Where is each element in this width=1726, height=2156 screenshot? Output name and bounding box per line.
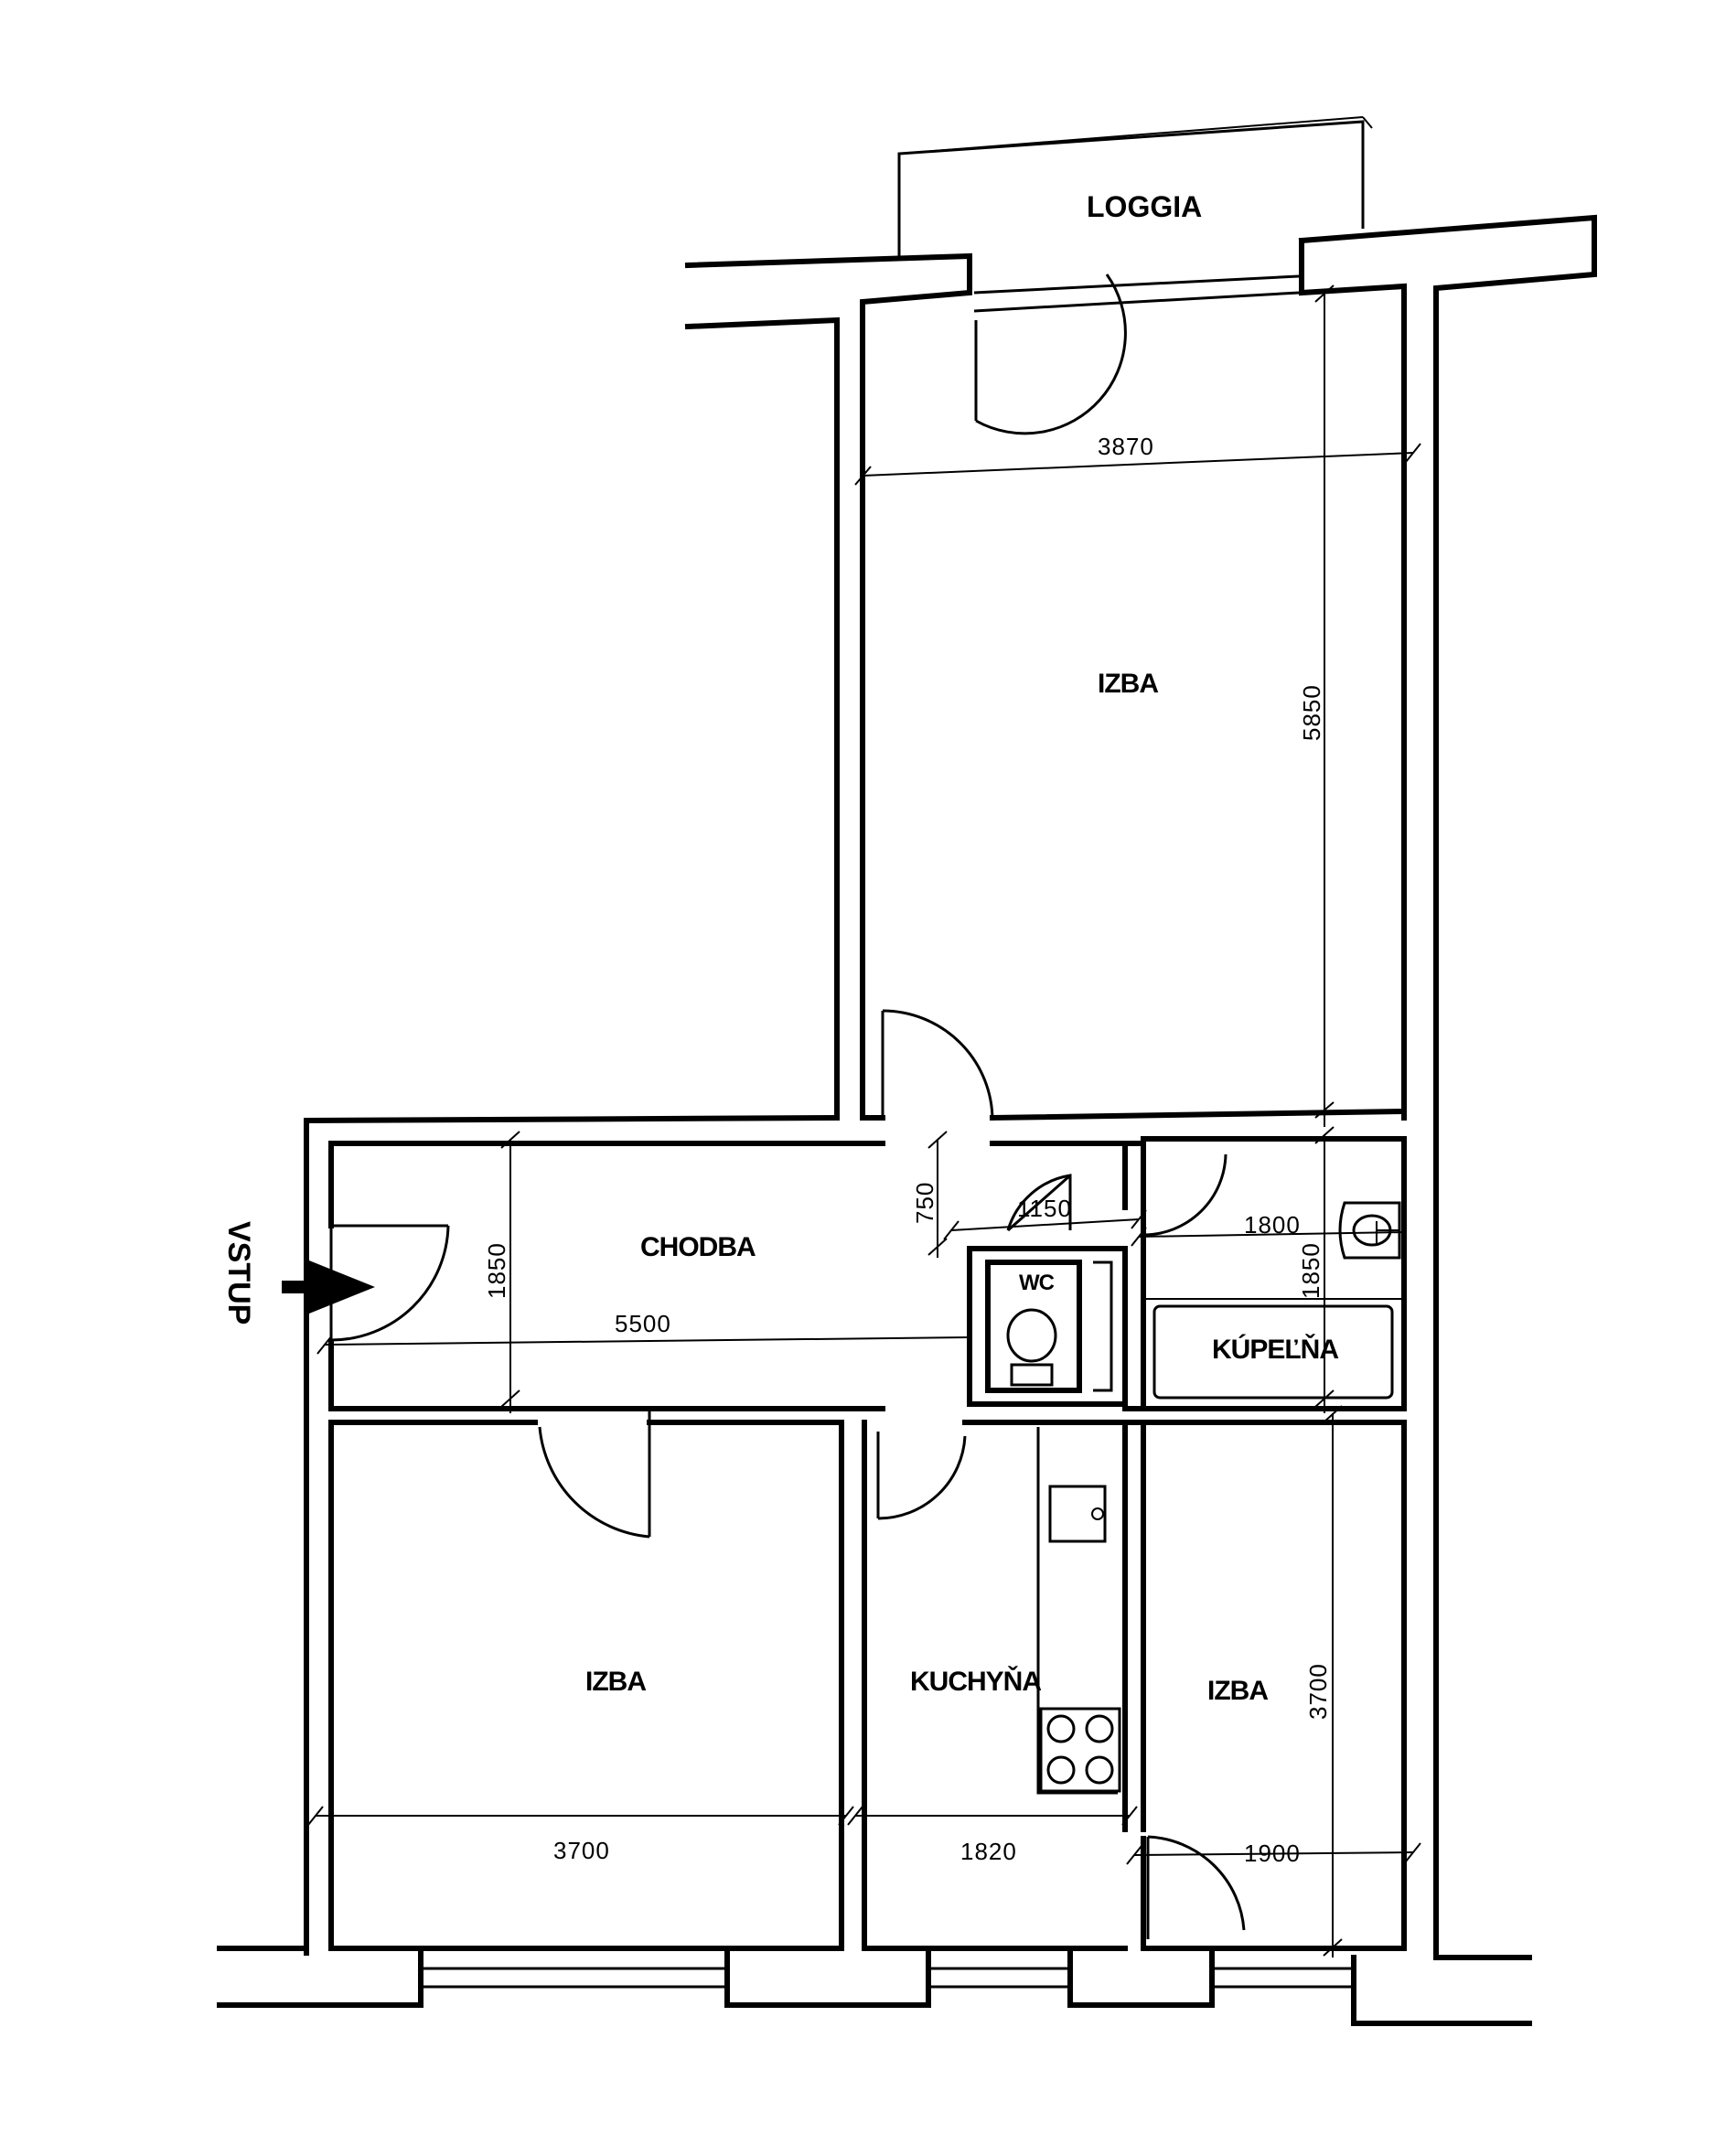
dim-izba-left-width: 3700 — [553, 1837, 610, 1864]
loggia — [897, 116, 1373, 260]
label-loggia: LOGGIA — [1087, 190, 1202, 223]
exterior-walls-bottom — [217, 1946, 1532, 2026]
entry-arrow-icon — [282, 1260, 375, 1314]
label-chodba: CHODBA — [640, 1232, 756, 1262]
bottom-rooms — [307, 1405, 1421, 1958]
label-izba-right: IZBA — [1207, 1676, 1268, 1706]
kupelna-room — [1122, 1126, 1407, 1413]
label-izba-left: IZBA — [585, 1667, 646, 1697]
dim-wc-width: 1150 — [1017, 1195, 1072, 1222]
dim-chodba-width: 1850 — [483, 1242, 510, 1299]
dim-kupelna-width: 1800 — [1244, 1211, 1301, 1239]
dim-chodba-length: 5500 — [615, 1310, 671, 1337]
dim-izba-top-width: 3870 — [1098, 433, 1154, 460]
dim-corridor-gap: 750 — [911, 1182, 938, 1224]
izba-top-room — [854, 274, 1421, 1127]
wc-room — [967, 1246, 1128, 1407]
label-wc: WC — [1019, 1271, 1055, 1295]
dim-izba-right-length: 3700 — [1304, 1663, 1332, 1720]
label-kupelna: KÚPEĽŇA — [1212, 1334, 1338, 1365]
dim-kupelna-length: 1850 — [1297, 1242, 1324, 1299]
label-izba-top: IZBA — [1098, 669, 1158, 699]
dim-izba-right-width: 1900 — [1244, 1840, 1301, 1867]
entry-label: VSTUP — [221, 1221, 256, 1325]
label-kuchyna: KUCHYŇA — [910, 1666, 1041, 1697]
dim-izba-top-length: 5850 — [1298, 684, 1325, 741]
chodba-room — [304, 1114, 1147, 1956]
dim-kuchyna-width: 1820 — [960, 1838, 1017, 1865]
exterior-walls-top — [684, 214, 1597, 1960]
